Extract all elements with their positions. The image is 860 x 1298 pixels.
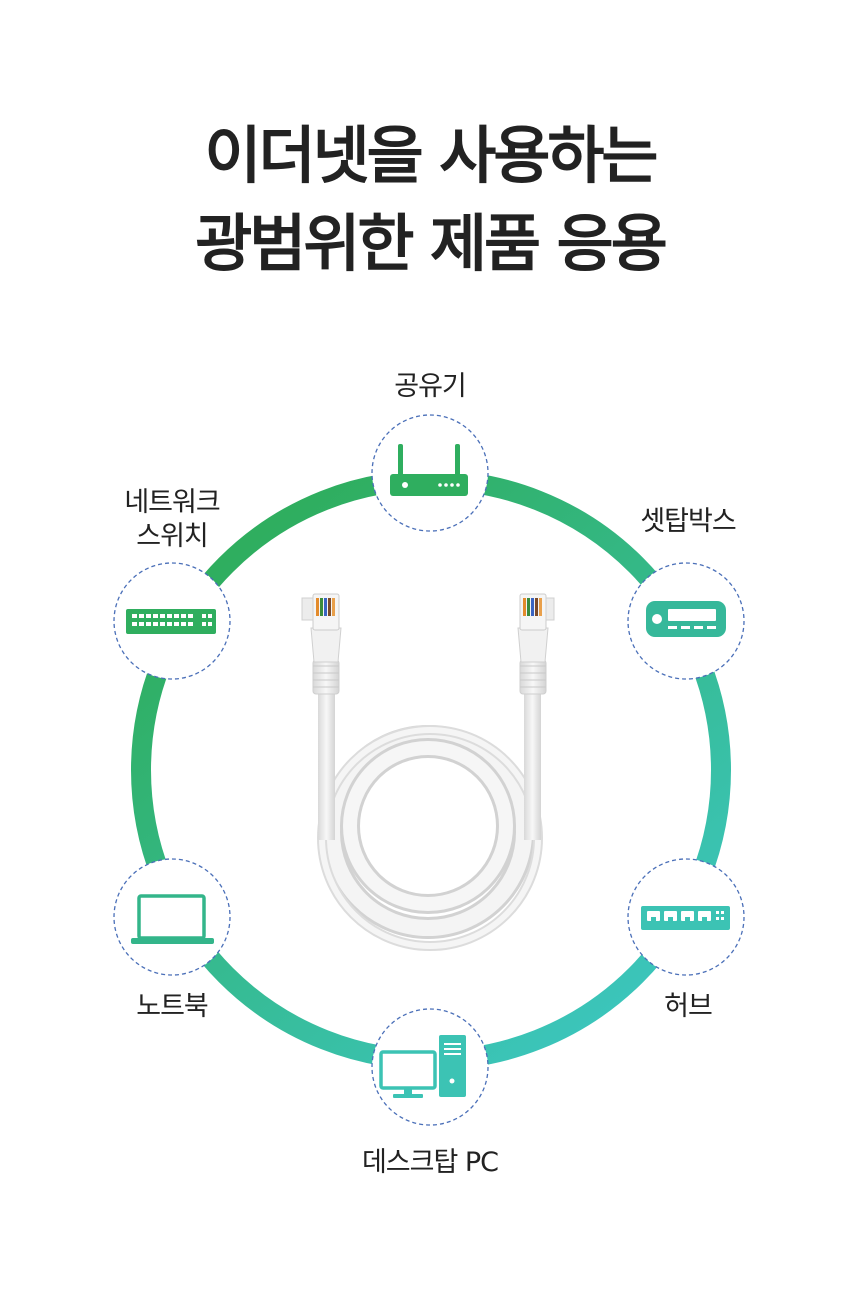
- network-switch-label-line-1: 네트워크: [124, 487, 220, 518]
- desktop-pc-label: 데스크탑 PC: [361, 1147, 499, 1178]
- laptop-label: 노트북: [136, 991, 209, 1022]
- network-switch-label-line-2: 스위치: [136, 521, 209, 552]
- laptop-icon: [131, 894, 214, 944]
- set-top-box-icon: [646, 601, 726, 637]
- hub-node: [627, 858, 745, 976]
- laptop-node: [113, 858, 231, 976]
- network-switch-label: 네트워크 스위치: [72, 486, 272, 554]
- desktop-pc-node: [371, 1008, 489, 1126]
- set-top-box-label: 셋탑박스: [640, 506, 736, 537]
- router-node: [371, 414, 489, 532]
- router-icon: [390, 444, 468, 496]
- ethernet-cable-icon: [301, 593, 555, 951]
- hub-icon: [641, 906, 730, 930]
- router-label: 공유기: [394, 371, 467, 402]
- network-switch-icon: [126, 609, 216, 634]
- page-title-line-1: 이더넷을 사용하는: [204, 119, 659, 192]
- hub-label: 허브: [664, 991, 713, 1022]
- desktop-pc-icon: [379, 1035, 466, 1098]
- connection-ring: [131, 470, 731, 1070]
- page-title-line-2: 광범위한 제품 응용: [195, 207, 668, 280]
- set-top-box-node: [627, 562, 745, 680]
- page-title: 이더넷을 사용하는 광범위한 제품 응용: [0, 112, 860, 288]
- network-switch-node: [113, 562, 231, 680]
